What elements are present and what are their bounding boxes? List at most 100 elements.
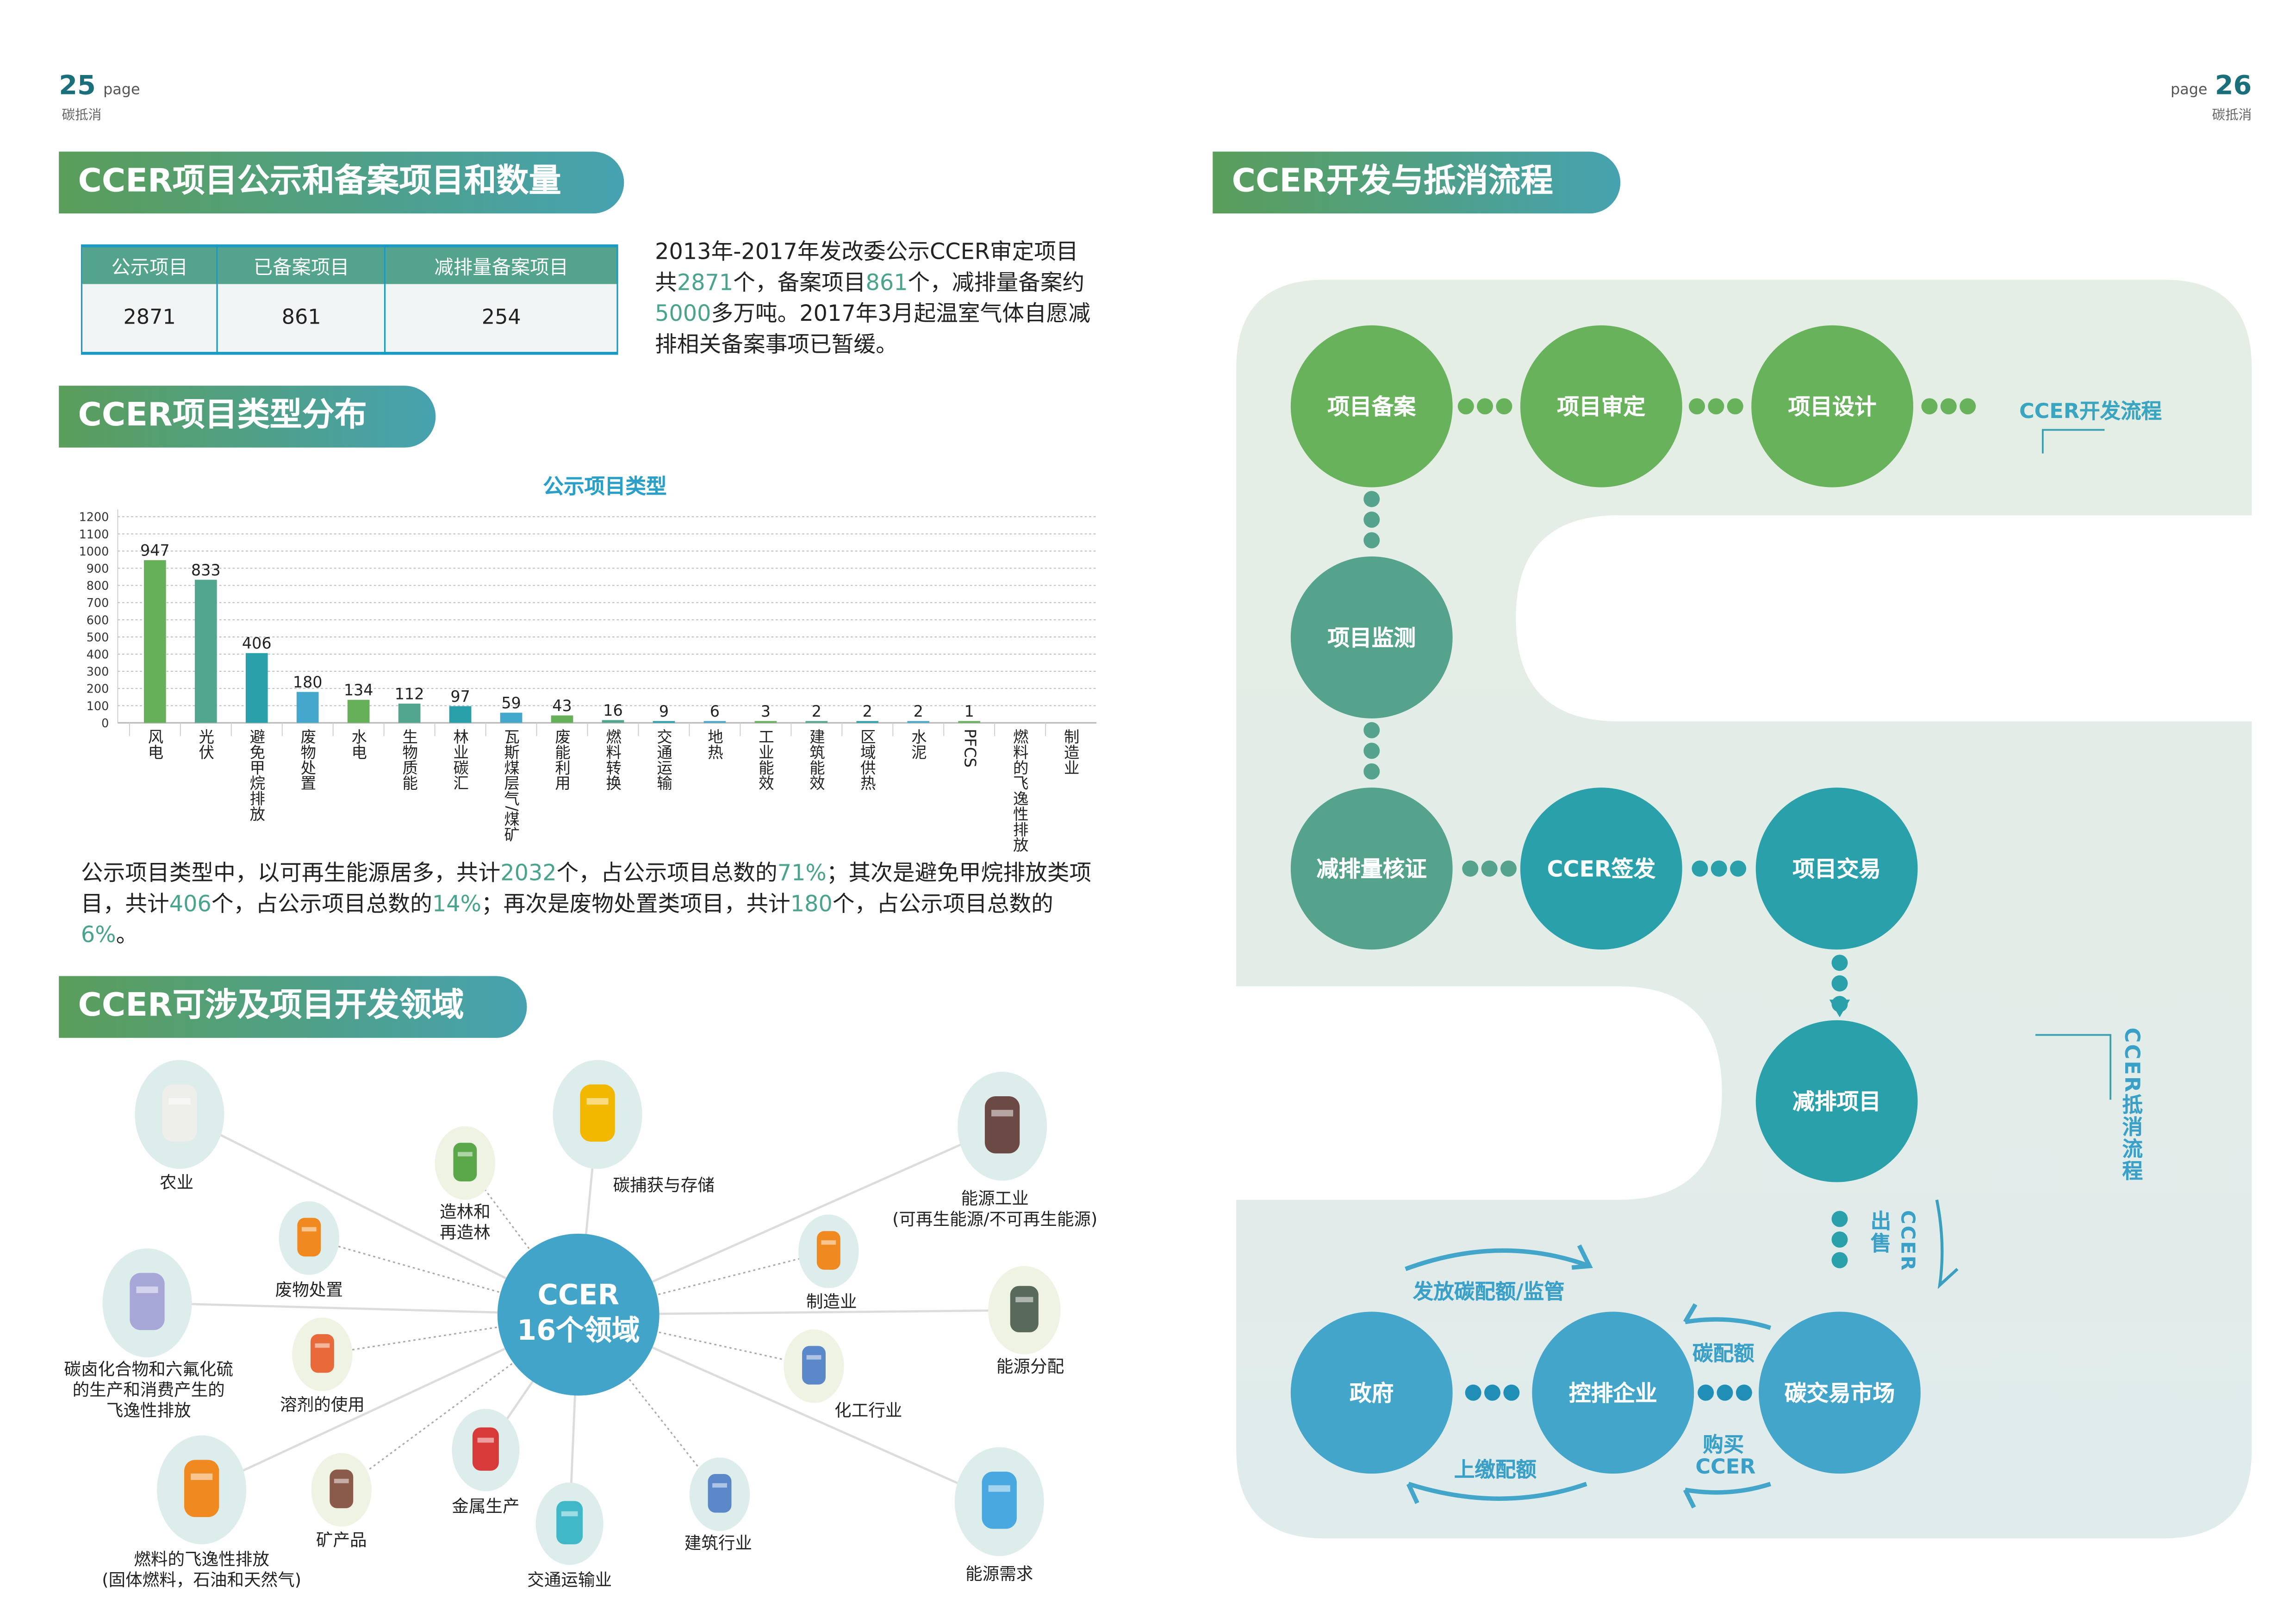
flow-node-label: 减排项目: [1792, 1088, 1881, 1115]
data-label: 2: [863, 702, 872, 720]
icon-detail: [561, 1511, 578, 1517]
highlight-number: 6%: [81, 921, 116, 948]
y-tick-label: 500: [87, 630, 109, 644]
surrender-allowance-label: 上缴配额: [1454, 1459, 1537, 1483]
y-tick-label: 1000: [79, 544, 109, 558]
domain-label: 能源分配: [996, 1356, 1064, 1377]
connector-dot: [1484, 1384, 1501, 1401]
domain-label-line: 再造林: [440, 1222, 491, 1243]
text-segment: 个，减排量备案约: [908, 269, 1085, 296]
x-tick-label: 燃料的飞逸性排放: [1011, 729, 1029, 853]
page-word: page: [2171, 82, 2208, 99]
flow-node: [1520, 325, 1682, 487]
data-label: 947: [140, 542, 170, 560]
y-tick-label: 300: [87, 665, 109, 679]
flow-node-label: 项目交易: [1792, 856, 1881, 883]
flow-node: [1755, 1020, 1918, 1182]
flow-node: [1751, 325, 1913, 487]
domain-label-line: 金属生产: [452, 1495, 520, 1517]
domain-label: 能源需求: [965, 1563, 1033, 1584]
table-header-row: 公示项目 已备案项目 减排量备案项目: [81, 246, 618, 284]
power-plant-icon: [984, 1096, 1020, 1154]
text-segment: 个，占公示项目总数的: [211, 890, 432, 918]
domain-label-line: (固体燃料，石油和天然气): [102, 1569, 302, 1590]
gas-cylinder-icon: [130, 1273, 165, 1330]
flow-background-panel: [1236, 280, 2252, 1539]
domain-label-line: 能源分配: [996, 1355, 1064, 1377]
domain-label-line: 燃料的飞逸性排放: [134, 1549, 269, 1569]
y-tick-label: 700: [87, 596, 109, 610]
ccer-center-circle: [497, 1233, 660, 1396]
x-tick-label: 生物质能: [400, 729, 418, 791]
flow-node: [1290, 556, 1453, 718]
domain-label: 废物处置: [275, 1279, 343, 1300]
bar: [296, 692, 319, 723]
domain-label-line: 飞逸性排放: [106, 1400, 191, 1421]
domain-label: 建筑行业: [684, 1532, 752, 1553]
y-tick-label: 0: [101, 716, 109, 730]
arrow-down-icon: [1829, 999, 1850, 1018]
mine-cart-icon: [330, 1469, 354, 1508]
dev-flow-bracket: [2041, 429, 2105, 454]
offset-flow-bracket: [2035, 1034, 2112, 1100]
bar: [347, 700, 370, 723]
icon-detail: [821, 1240, 836, 1245]
connector-dot: [1477, 398, 1493, 415]
tanker-wagon-icon: [184, 1460, 219, 1517]
flow-node: [1290, 325, 1453, 487]
page-number-right: page 26: [2171, 71, 2252, 102]
x-tick-label: 燃料转换: [604, 729, 622, 791]
icon-detail: [168, 1098, 191, 1105]
bar: [602, 720, 624, 723]
data-label: 43: [552, 697, 572, 715]
data-label: 9: [659, 702, 669, 720]
text-segment: 个，占公示项目总数的: [832, 890, 1053, 918]
connector-dot: [1363, 763, 1380, 780]
connector-dot: [1457, 398, 1474, 415]
domain-label-line: 化工行业: [834, 1400, 902, 1421]
domain-label: 能源工业(可再生能源/不可再生能源): [892, 1188, 1097, 1229]
domain-label: 交通运输业: [527, 1569, 612, 1590]
y-tick-label: 200: [87, 682, 109, 696]
connector-dot: [1496, 398, 1512, 415]
table-header: 减排量备案项目: [384, 246, 618, 284]
text-segment: 公示项目类型中，以可再生能源居多，共计: [81, 860, 501, 887]
connector-dot: [1711, 860, 1727, 877]
flow-node: [1759, 1312, 1921, 1474]
bar: [754, 721, 777, 723]
flow-node-label: 减排量核证: [1316, 856, 1427, 883]
offset-flow-label: CCER抵消流程: [2119, 1027, 2143, 1182]
x-tick-label: 废物处置: [299, 729, 317, 791]
highlight-number: 5000: [655, 300, 711, 327]
connector-dot: [1500, 860, 1517, 877]
x-tick-label: 瓦斯煤层气/煤矿: [502, 729, 520, 843]
y-tick-label: 800: [87, 579, 109, 593]
domain-label-line: 矿产品: [316, 1530, 367, 1550]
section-banner-quantity: CCER项目公示和备案项目和数量: [59, 151, 624, 214]
x-tick-label: 地热: [706, 729, 724, 760]
connector-dot: [1363, 722, 1380, 738]
data-label: 833: [191, 561, 221, 579]
domain-label: 金属生产: [452, 1496, 519, 1517]
domain-label: 燃料的飞逸性排放(固体燃料，石油和天然气): [102, 1549, 301, 1590]
bar: [958, 721, 981, 723]
domain-diagram: [102, 1060, 1061, 1565]
table-cell: 254: [384, 284, 618, 354]
sell-arrow-icon: [1935, 1199, 1959, 1289]
data-label: 112: [395, 685, 424, 703]
flow-node-label: CCER签发: [1547, 856, 1656, 883]
bar-chart: 0100200300400500600700800900100011001200…: [79, 509, 1097, 737]
text-segment: 2013年-2017年发改委公示CCER审定项目共: [655, 238, 1078, 296]
bar: [805, 721, 828, 723]
flow-node-label: 项目审定: [1557, 394, 1646, 420]
data-label: 59: [501, 694, 521, 712]
domain-label-line: 碳卤化合物和六氟化硫: [64, 1359, 234, 1380]
domain-label: 化工行业: [834, 1400, 902, 1421]
connector-dot: [1831, 1231, 1848, 1248]
intro-paragraph: 2013年-2017年发改委公示CCER审定项目共2871个，备案项目861个，…: [655, 237, 1094, 361]
domain-center-label: CCER 16个领域: [498, 1278, 660, 1349]
arc-arrow-allowance-icon: [1683, 1303, 1771, 1330]
data-label: 1: [964, 702, 974, 720]
bar: [551, 715, 573, 723]
flow-node: [1290, 787, 1453, 950]
